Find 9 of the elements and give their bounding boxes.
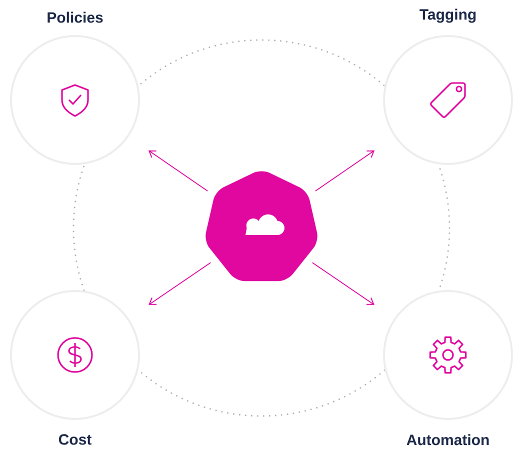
arrow [148,150,208,192]
node-label: Automation [406,434,489,446]
heptagon-badge [206,171,318,282]
node-label: Policies [48,12,103,23]
arrow [312,262,374,305]
arrow [314,150,375,192]
node-label: Cost [58,434,92,445]
arrow [148,262,212,305]
node-label: Tagging [420,8,476,23]
